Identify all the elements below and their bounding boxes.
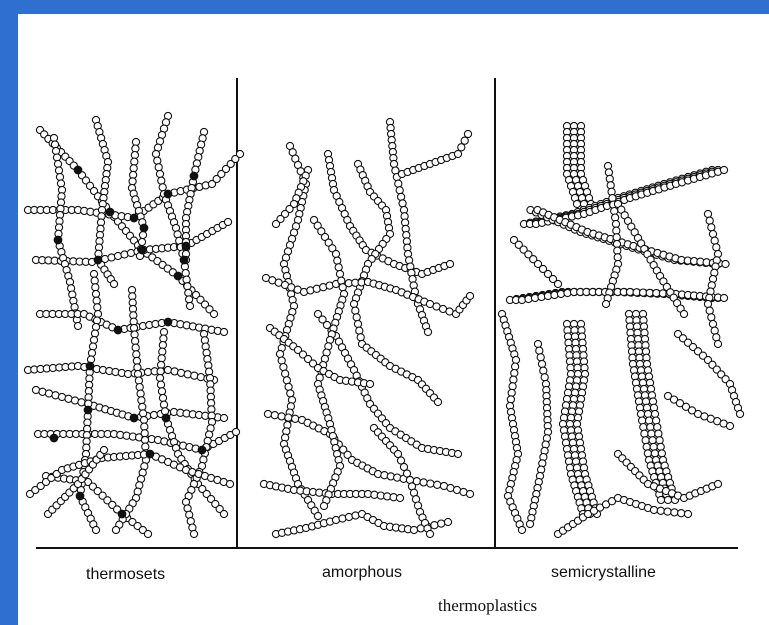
polymer-structure-diagram xyxy=(18,14,769,625)
semicrystalline-label: semicrystalline xyxy=(551,564,656,582)
slide-frame-top xyxy=(0,0,769,14)
slide-frame-left xyxy=(0,0,18,625)
amorphous-label: amorphous xyxy=(322,564,402,582)
thermosets-network xyxy=(24,112,243,537)
semicrystalline-chains xyxy=(498,122,743,537)
thermosets-label: thermosets xyxy=(86,566,165,584)
amorphous-chains xyxy=(260,118,473,537)
thermoplastics-label: thermoplastics xyxy=(438,596,537,616)
